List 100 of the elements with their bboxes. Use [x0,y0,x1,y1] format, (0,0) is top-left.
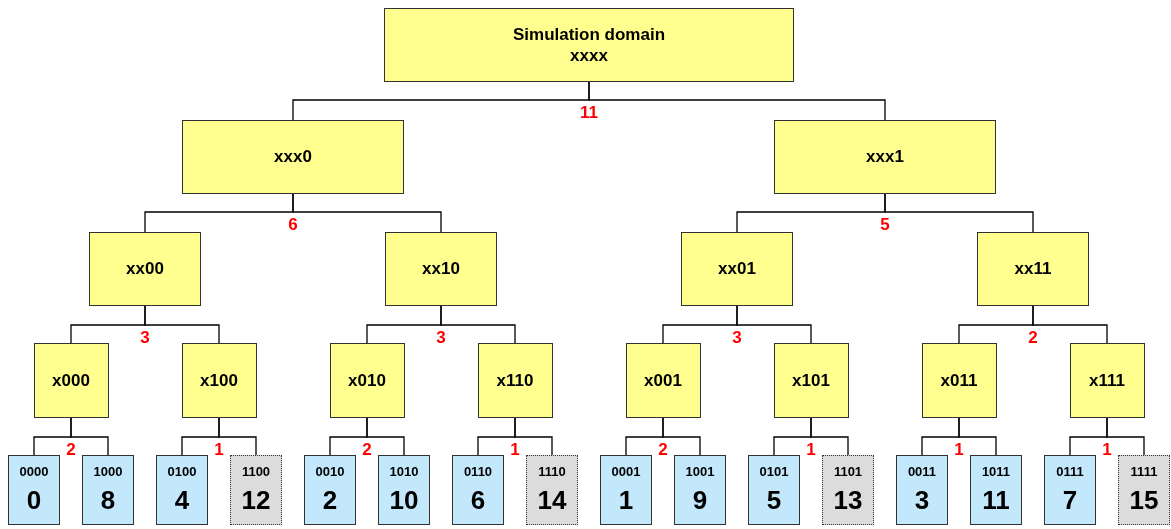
connector-line [958,417,997,456]
tree-node-box [33,343,109,418]
split-count: 3 [732,329,742,346]
split-count: 2 [362,441,372,458]
leaf-box [8,455,60,525]
tree-node-box [921,343,997,418]
leaf-box [82,455,134,525]
tree-node-box [181,343,257,418]
connector-line [292,193,442,233]
bit-code: 1110 [538,464,566,481]
split-count: 5 [880,216,890,233]
node-label: x111 [1089,369,1125,392]
tree-node-box [385,232,497,306]
rank-number: 2 [322,484,338,517]
node-label: xx01 [718,258,756,280]
tree-node-box [774,120,996,194]
tree-node-box [384,8,794,82]
rank-number: 8 [100,484,116,517]
node-label: xxx0 [274,146,312,168]
tree-node-box [329,343,405,418]
split-count: 1 [214,441,224,458]
node-label: xxxx [570,45,608,67]
leaf-box [304,455,356,525]
tree-node-box [773,343,849,418]
leaf-box [526,455,578,525]
split-count: 6 [288,216,298,233]
bit-code: 1100 [241,464,271,481]
rank-number: 3 [914,484,930,517]
connector-line [736,305,812,344]
node-label: x010 [348,369,386,392]
split-count: 1 [510,441,520,458]
bit-code: 0001 [611,464,641,481]
bit-code: 1010 [389,464,419,481]
connector-line [514,417,553,456]
tree-node-box [1069,343,1145,418]
connector-line [70,417,109,456]
rank-number: 4 [174,484,190,517]
bit-code: 1111 [1130,464,1158,481]
leaf-box [674,455,726,525]
node-label: xx00 [126,258,164,280]
split-count: 2 [658,441,668,458]
rank-number: 7 [1062,484,1078,517]
connector-line [1106,417,1145,456]
tree-node-box [681,232,793,306]
node-label: xx10 [422,258,460,280]
bit-code: 0110 [463,464,493,481]
leaf-box [378,455,430,525]
rank-number: 14 [537,484,567,517]
bit-code: 1000 [93,464,123,481]
rank-number: 1 [618,484,634,517]
rank-number: 0 [26,484,42,517]
bit-code: 0111 [1056,464,1084,481]
node-label: xx11 [1014,258,1052,280]
split-count: 1 [954,441,964,458]
node-label: x001 [644,369,682,392]
tree-node-box [477,343,553,418]
leaf-box [156,455,208,525]
node-label: x101 [792,369,830,392]
bit-code: 1001 [685,464,715,481]
bit-code: 0101 [759,464,789,481]
connector-line [662,417,701,456]
connector-line [218,417,257,456]
rank-number: 13 [833,484,863,517]
connector-line [366,417,405,456]
leaf-box [1118,455,1170,525]
tree-node-box [89,232,201,306]
rank-number: 15 [1129,484,1159,517]
connector-line [884,193,1034,233]
connector-line [1032,305,1108,344]
bit-code: 0011 [907,464,937,481]
tree-node-box [977,232,1089,306]
leaf-box [600,455,652,525]
split-count: 1 [806,441,816,458]
leaf-box [822,455,874,525]
node-label: x011 [940,369,978,392]
rank-number: 6 [470,484,486,517]
connector-line [440,305,516,344]
split-count: 2 [66,441,76,458]
split-count: 11 [580,104,598,121]
bit-code: 1101 [833,464,863,481]
split-count: 1 [1102,441,1112,458]
connector-line [144,305,220,344]
leaf-box [970,455,1022,525]
connector-line [588,81,886,121]
split-count: 3 [436,329,446,346]
node-label: x110 [496,369,534,392]
node-label: Simulation domain [512,23,666,45]
leaf-box [452,455,504,525]
bit-code: 0100 [167,464,197,481]
rank-number: 10 [389,484,419,517]
leaf-box [748,455,800,525]
bit-code: 0000 [19,464,49,481]
connector-line [810,417,849,456]
node-label: x100 [200,369,238,392]
rank-number: 5 [766,484,782,517]
node-label: x000 [52,369,90,392]
rank-number: 12 [241,484,271,517]
leaf-box [896,455,948,525]
rank-number: 9 [692,484,708,517]
tree-node-box [625,343,701,418]
